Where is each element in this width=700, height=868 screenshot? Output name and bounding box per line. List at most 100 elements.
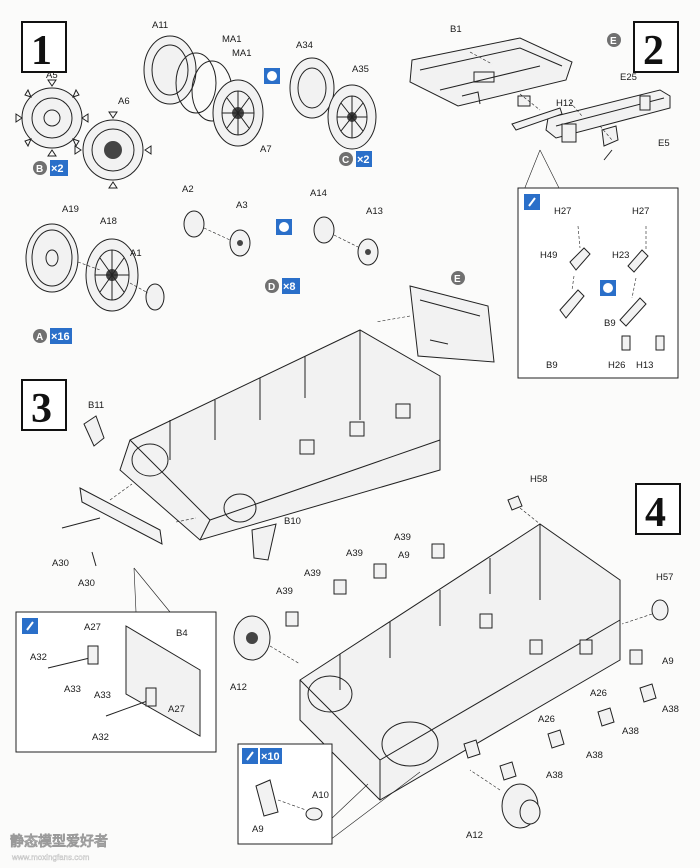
watermark: 静态模型爱好者 www.moxingfans.com (10, 833, 108, 862)
roller-a2-a3 (183, 210, 251, 257)
svg-text:E25: E25 (620, 72, 637, 83)
svg-text:MA1: MA1 (222, 34, 242, 45)
rear-plate-e: E (409, 271, 495, 363)
sprue-badge-e: E (607, 33, 621, 47)
svg-text:A5: A5 (46, 70, 58, 81)
part-b11 (83, 415, 105, 447)
svg-text:B9: B9 (604, 318, 616, 329)
svg-text:A38: A38 (586, 750, 603, 761)
detail-box-suspension: H27 H27 H49 H23 B9 B9 H26 H13 (517, 187, 679, 379)
svg-text:A35: A35 (352, 64, 369, 75)
wheel-a34-a35 (289, 57, 377, 150)
bogie-arms (463, 683, 657, 781)
wheel-a19-a18-a1 (25, 223, 165, 312)
step-3: 3 E (15, 271, 495, 753)
svg-text:A12: A12 (230, 682, 247, 693)
both-sides-icon-2 (276, 219, 292, 235)
part-h12 (511, 95, 563, 131)
both-sides-icon (264, 68, 280, 84)
detail-box-a10-a9: ×10 A10 A9 (237, 743, 333, 845)
svg-text:A30: A30 (52, 558, 69, 569)
svg-text:H49: H49 (540, 250, 557, 261)
svg-text:A39: A39 (346, 548, 363, 559)
svg-text:E: E (454, 274, 461, 285)
detail-box-front-plate: A27 B4 A32 A33 A33 A27 A32 (15, 611, 217, 753)
sprocket-a12-rear (233, 615, 271, 661)
sprocket-a5 (15, 79, 89, 157)
svg-text:H23: H23 (612, 250, 629, 261)
sprue-badge-e-2 (451, 271, 465, 285)
hull-chassis-step4 (299, 523, 621, 801)
step-2-number: 2 (643, 28, 664, 74)
svg-text:H26: H26 (608, 360, 625, 371)
svg-text:A13: A13 (366, 206, 383, 217)
part-h57 (651, 599, 669, 621)
svg-text:A14: A14 (310, 188, 327, 199)
svg-text:×16: ×16 (51, 331, 70, 343)
svg-text:A32: A32 (92, 732, 109, 743)
part-count-badge-d: D ×8 (265, 278, 300, 294)
part-e5 (601, 125, 619, 161)
roller-a14-a13 (313, 216, 379, 266)
svg-text:A27: A27 (84, 622, 101, 633)
step-1: 1 B ×2 (15, 20, 383, 344)
svg-text:B11: B11 (88, 400, 104, 411)
svg-text:H27: H27 (632, 206, 649, 217)
svg-text:A9: A9 (252, 824, 264, 835)
step-1-number: 1 (31, 28, 52, 74)
svg-text:A38: A38 (662, 704, 679, 715)
svg-text:H27: H27 (554, 206, 571, 217)
svg-text:A9: A9 (662, 656, 674, 667)
svg-text:H57: H57 (656, 572, 673, 583)
sprocket-a6 (74, 111, 152, 189)
svg-text:C: C (342, 155, 349, 166)
step-2: 2 E B1 H12 E25 (409, 21, 679, 379)
svg-text:H13: H13 (636, 360, 653, 371)
svg-text:A26: A26 (538, 714, 555, 725)
svg-text:A10: A10 (312, 790, 329, 801)
svg-text:H58: H58 (530, 474, 547, 485)
step-3-labels: B11 B10 A30 A30 (52, 400, 301, 589)
part-b10 (251, 523, 277, 561)
svg-text:A38: A38 (622, 726, 639, 737)
svg-text:A19: A19 (62, 204, 79, 215)
beam-e25 (545, 89, 671, 143)
svg-text:A2: A2 (182, 184, 194, 195)
svg-text:A12: A12 (466, 830, 483, 841)
hull-chassis-step3 (119, 329, 441, 541)
part-front-bar (79, 487, 163, 545)
svg-text:A26: A26 (590, 688, 607, 699)
step-2-labels: B1 H12 E25 E5 (450, 24, 670, 149)
svg-text:MA1: MA1 (232, 48, 252, 59)
step-1-labels: A5 A6 A11 MA1 MA1 A7 A34 A35 A19 A18 A1 … (46, 20, 383, 259)
suspension-brackets (285, 543, 643, 665)
svg-text:A1: A1 (130, 248, 142, 259)
svg-text:B1: B1 (450, 24, 462, 35)
svg-text:B10: B10 (284, 516, 301, 527)
step-4: 4 (230, 474, 681, 845)
step-4-labels: H58 H57 A39 A39 A39 A39 A9 A9 A12 A26 A2… (230, 474, 679, 841)
svg-text:×2: ×2 (357, 154, 370, 166)
part-count-badge-b: B ×2 (33, 160, 68, 176)
idler-wheel-assembly (143, 35, 264, 147)
svg-text:A39: A39 (394, 532, 411, 543)
svg-text:H12: H12 (556, 98, 573, 109)
svg-text:E: E (610, 36, 617, 47)
svg-text:A3: A3 (236, 200, 248, 211)
sprocket-a12-front (501, 783, 541, 829)
svg-text:静态模型爱好者: 静态模型爱好者 (10, 833, 108, 850)
svg-text:A11: A11 (152, 20, 168, 31)
svg-text:A39: A39 (276, 586, 293, 597)
svg-text:A9: A9 (398, 550, 410, 561)
svg-text:A34: A34 (296, 40, 313, 51)
svg-text:B: B (36, 164, 43, 175)
svg-text:×10: ×10 (261, 751, 280, 763)
front-plate-b1 (409, 37, 573, 107)
svg-text:A18: A18 (100, 216, 117, 227)
svg-text:B4: B4 (176, 628, 188, 639)
svg-text:A27: A27 (168, 704, 185, 715)
svg-text:×2: ×2 (51, 163, 64, 175)
svg-text:A33: A33 (94, 690, 111, 701)
svg-text:E5: E5 (658, 138, 670, 149)
svg-text:www.moxingfans.com: www.moxingfans.com (11, 853, 90, 862)
